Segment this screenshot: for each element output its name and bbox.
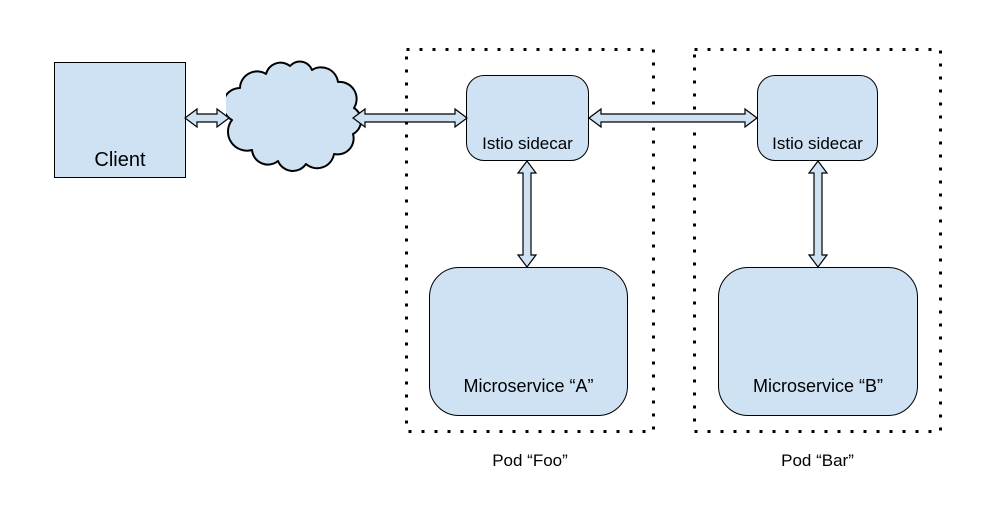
istio-sidecar-a-label: Istio sidecar	[482, 134, 573, 153]
istio-sidecar-a-node: Istio sidecar	[466, 75, 589, 161]
microservice-a-label: Microservice “A”	[463, 376, 594, 396]
pod-bar-label: Pod “Bar”	[781, 451, 854, 470]
microservice-b-label: Microservice “B”	[752, 376, 883, 396]
istio-sidecar-b-label: Istio sidecar	[772, 134, 863, 153]
pod-foo-boundary	[405, 48, 655, 433]
arrow-sidecar-a-sidecar-b	[588, 106, 758, 130]
client-label: Client	[94, 149, 146, 171]
arrow-sidecar-b-microservice-b	[806, 160, 830, 268]
istio-sidecar-b-node: Istio sidecar	[757, 75, 878, 161]
microservice-b-node: Microservice “B”	[718, 267, 918, 416]
pod-foo-label: Pod “Foo”	[492, 451, 568, 470]
microservice-a-node: Microservice “A”	[429, 267, 628, 416]
arrow-sidecar-a-microservice-a	[515, 160, 539, 268]
arrow-cloud-sidecar-a	[352, 106, 468, 130]
arrow-client-cloud	[184, 106, 230, 130]
internet-cloud-icon	[226, 54, 366, 182]
client-node: Client	[54, 62, 186, 178]
